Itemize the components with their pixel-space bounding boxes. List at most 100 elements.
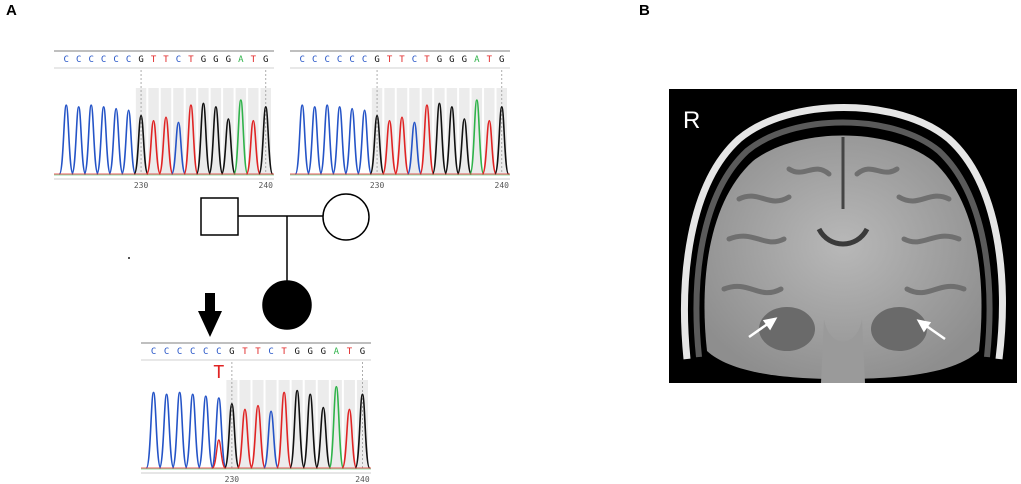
base-label: C bbox=[324, 55, 329, 65]
base-label: C bbox=[164, 347, 169, 357]
base-label: C bbox=[300, 55, 305, 65]
left-arrow-icon bbox=[748, 317, 778, 339]
base-label: C bbox=[337, 55, 342, 65]
base-label: T bbox=[387, 55, 393, 65]
peak bbox=[108, 107, 124, 175]
peak bbox=[328, 385, 345, 469]
peak bbox=[431, 102, 448, 175]
peak bbox=[263, 410, 280, 469]
peak bbox=[245, 119, 261, 175]
base-label: T bbox=[163, 55, 169, 65]
base-label: C bbox=[151, 347, 156, 357]
peak bbox=[96, 106, 112, 175]
base-label: C bbox=[349, 55, 354, 65]
base-label: G bbox=[308, 347, 313, 357]
base-label: C bbox=[177, 347, 182, 357]
panel-label-a: A bbox=[6, 2, 17, 19]
peak bbox=[456, 118, 472, 175]
base-label: C bbox=[203, 347, 208, 357]
base-label: G bbox=[263, 55, 268, 65]
peak bbox=[223, 402, 240, 469]
base-label: G bbox=[360, 347, 365, 357]
peak bbox=[210, 397, 227, 469]
peak bbox=[289, 389, 306, 469]
peak bbox=[381, 119, 398, 175]
base-label: A bbox=[334, 347, 340, 357]
base-label: G bbox=[437, 55, 442, 65]
peak bbox=[133, 114, 149, 175]
peak bbox=[258, 106, 274, 175]
peak bbox=[494, 106, 510, 175]
peak bbox=[319, 104, 335, 175]
base-label: T bbox=[151, 55, 157, 65]
panel-label-b: B bbox=[639, 2, 650, 19]
peak bbox=[220, 118, 236, 175]
peak bbox=[469, 99, 485, 175]
base-label: C bbox=[113, 55, 118, 65]
base-label: G bbox=[201, 55, 206, 65]
peak bbox=[294, 104, 310, 175]
base-label: G bbox=[321, 347, 326, 357]
base-label: T bbox=[399, 55, 405, 65]
base-label: C bbox=[190, 347, 195, 357]
peak bbox=[356, 109, 373, 175]
tick-label: 240 bbox=[495, 181, 510, 188]
base-label: C bbox=[126, 55, 131, 65]
proband-arrow-icon bbox=[198, 293, 222, 337]
base-label: G bbox=[138, 55, 143, 65]
peak bbox=[406, 121, 423, 175]
base-label: G bbox=[213, 55, 218, 65]
base-label: T bbox=[487, 55, 493, 65]
peak bbox=[233, 99, 249, 175]
peak bbox=[394, 116, 410, 175]
base-label: C bbox=[268, 347, 273, 357]
peak bbox=[158, 393, 175, 469]
base-label: T bbox=[255, 347, 261, 357]
tick-label: 230 bbox=[134, 181, 149, 188]
peak bbox=[315, 406, 332, 469]
mutation-label: T bbox=[213, 362, 224, 383]
tick-label: 240 bbox=[355, 475, 370, 482]
base-label: A bbox=[474, 55, 480, 65]
base-label: C bbox=[412, 55, 417, 65]
base-label: G bbox=[374, 55, 379, 65]
tick-label: 240 bbox=[259, 181, 274, 188]
base-label: G bbox=[226, 55, 231, 65]
base-label: T bbox=[242, 347, 248, 357]
mother-symbol bbox=[322, 193, 370, 241]
proband-symbol bbox=[262, 280, 312, 330]
peak bbox=[170, 121, 187, 175]
peak bbox=[481, 119, 497, 175]
peak bbox=[171, 391, 188, 469]
base-label: C bbox=[76, 55, 81, 65]
peak bbox=[184, 393, 201, 469]
peak bbox=[83, 104, 99, 175]
peak bbox=[120, 109, 137, 175]
peak bbox=[145, 119, 162, 175]
peak bbox=[236, 408, 253, 469]
mri-side-label: R bbox=[683, 107, 701, 134]
tick-label: 230 bbox=[370, 181, 385, 188]
base-label: C bbox=[88, 55, 93, 65]
base-label: T bbox=[251, 55, 257, 65]
base-label: C bbox=[312, 55, 317, 65]
base-label: A bbox=[238, 55, 244, 65]
peak bbox=[307, 106, 323, 175]
base-label: G bbox=[229, 347, 234, 357]
base-label: G bbox=[449, 55, 454, 65]
peak bbox=[71, 106, 87, 175]
peak bbox=[183, 104, 199, 175]
peak bbox=[250, 404, 266, 469]
base-label: C bbox=[216, 347, 221, 357]
base-label: T bbox=[424, 55, 430, 65]
peak bbox=[332, 106, 348, 175]
peak bbox=[302, 393, 319, 469]
speck bbox=[128, 257, 130, 259]
peak bbox=[419, 104, 435, 175]
brain-drawing bbox=[681, 104, 1006, 383]
peak bbox=[444, 106, 460, 175]
base-label: C bbox=[101, 55, 106, 65]
base-label: C bbox=[362, 55, 367, 65]
base-label: T bbox=[281, 347, 287, 357]
